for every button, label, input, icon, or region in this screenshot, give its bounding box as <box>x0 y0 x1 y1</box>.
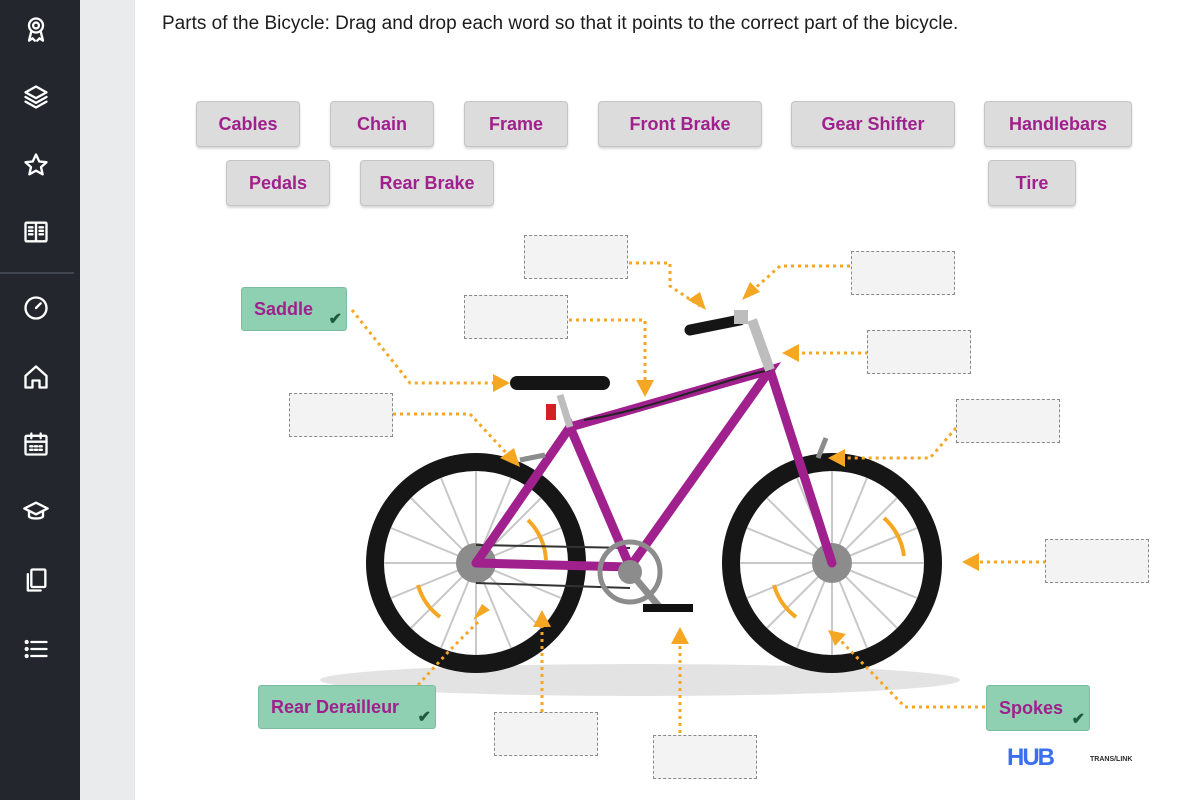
word-chip-pedals[interactable]: Pedals <box>226 160 330 206</box>
drop-target-slot[interactable] <box>653 735 757 779</box>
placed-label-text: Spokes <box>999 697 1064 718</box>
word-chip-front-brake[interactable]: Front Brake <box>598 101 762 147</box>
drop-target-slot[interactable] <box>524 235 628 279</box>
placed-label-rear-derailleur[interactable]: Rear Derailleur ✔ <box>258 685 436 729</box>
home-icon[interactable] <box>20 361 52 393</box>
list-icon[interactable] <box>20 633 52 665</box>
drop-target-slot[interactable] <box>1045 539 1149 583</box>
placed-label-text: Rear Derailleur <box>271 696 400 717</box>
award-icon[interactable] <box>20 13 52 45</box>
placed-label-saddle[interactable]: Saddle ✔ <box>241 287 347 331</box>
dashboard-gauge-icon[interactable] <box>20 292 52 324</box>
drop-target-slot[interactable] <box>956 399 1060 443</box>
sidebar <box>0 0 80 800</box>
drop-target-slot[interactable] <box>851 251 955 295</box>
word-chip-frame[interactable]: Frame <box>464 101 568 147</box>
book-icon[interactable] <box>20 216 52 248</box>
word-chip-chain[interactable]: Chain <box>330 101 434 147</box>
drop-target-slot[interactable] <box>289 393 393 437</box>
layers-icon[interactable] <box>20 81 52 113</box>
drop-target-slot[interactable] <box>494 712 598 756</box>
word-chip-cables[interactable]: Cables <box>196 101 300 147</box>
hub-logo: HUB <box>1007 744 1055 771</box>
graduation-cap-icon[interactable] <box>20 496 52 528</box>
copy-document-icon[interactable] <box>20 564 52 596</box>
drop-target-slot[interactable] <box>867 330 971 374</box>
checkmark-icon: ✔ <box>328 311 342 328</box>
placed-label-spokes[interactable]: Spokes ✔ <box>986 685 1090 731</box>
word-chip-tire[interactable]: Tire <box>988 160 1076 206</box>
instructions-text: Parts of the Bicycle: Drag and drop each… <box>162 13 959 34</box>
drop-target-slot[interactable] <box>464 295 568 339</box>
checkmark-icon: ✔ <box>417 709 431 726</box>
placed-label-text: Saddle <box>254 298 314 319</box>
word-chip-handlebars[interactable]: Handlebars <box>984 101 1132 147</box>
translink-logo: TRANS/LINK <box>1090 756 1133 763</box>
sidebar-divider <box>0 272 74 274</box>
calendar-icon[interactable] <box>20 428 52 460</box>
word-chip-gear-shifter[interactable]: Gear Shifter <box>791 101 955 147</box>
star-icon[interactable] <box>20 149 52 181</box>
checkmark-icon: ✔ <box>1071 711 1085 728</box>
word-chip-rear-brake[interactable]: Rear Brake <box>360 160 494 206</box>
